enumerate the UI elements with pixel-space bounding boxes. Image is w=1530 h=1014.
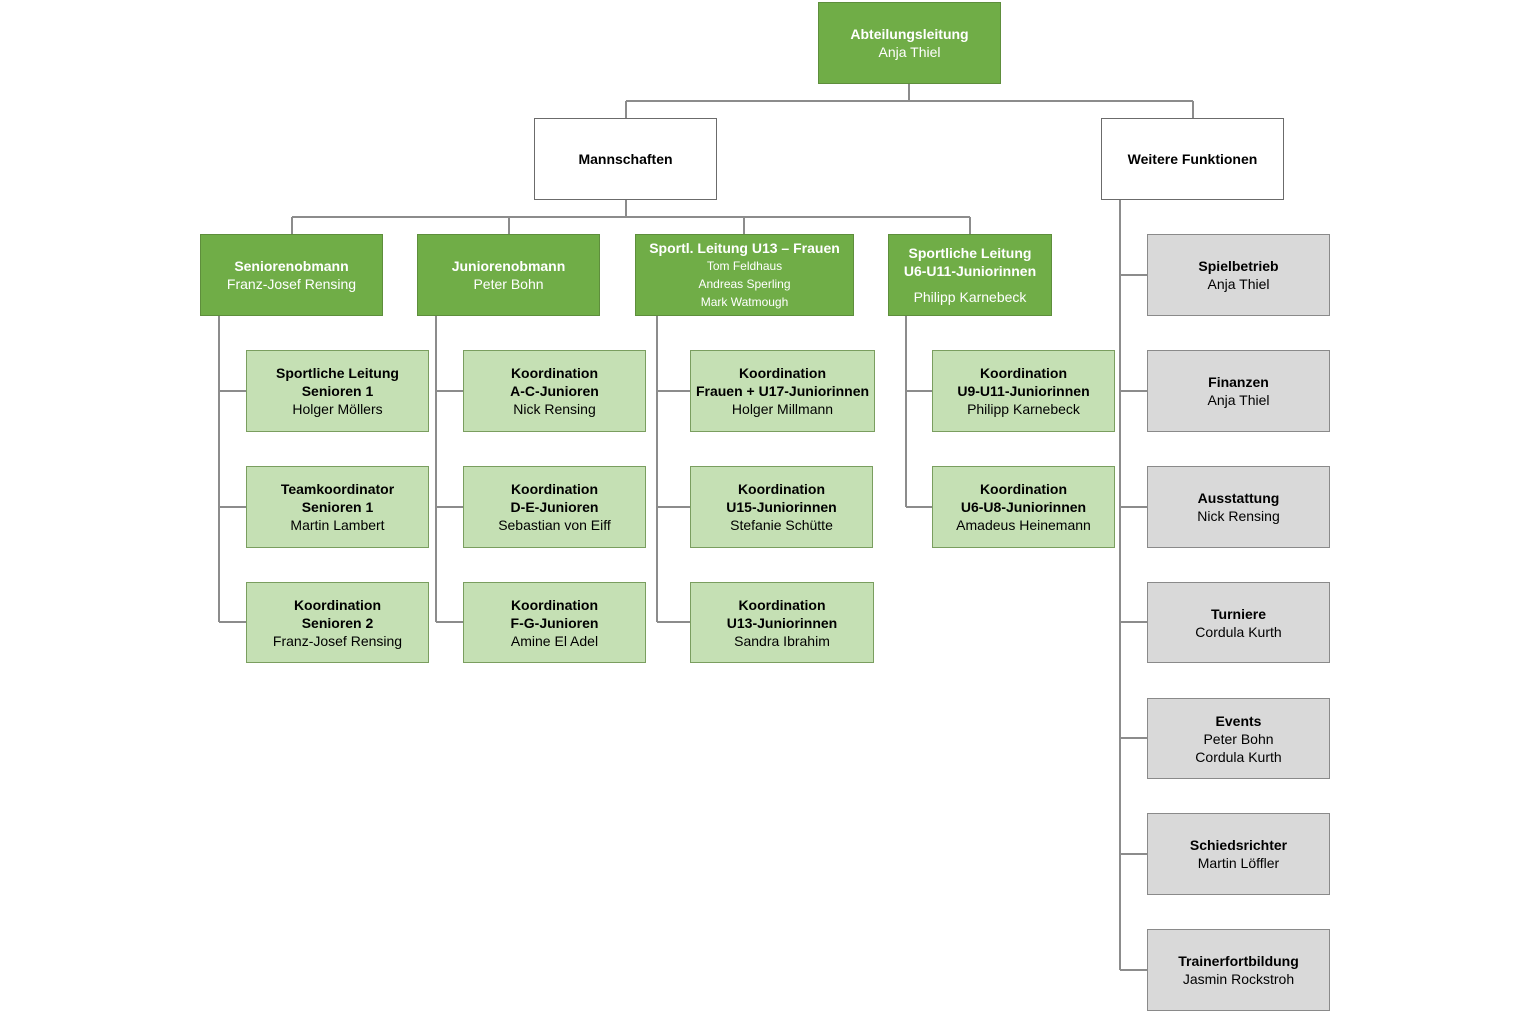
node-person: Holger Millmann xyxy=(731,401,834,417)
node-title: Senioren 1 xyxy=(301,499,374,515)
node-person: Mark Watmough xyxy=(700,295,789,309)
node-person: Peter Bohn xyxy=(1203,730,1274,747)
node-title: Sportliche Leitung xyxy=(908,245,1032,261)
node-title: F-G-Junioren xyxy=(510,614,599,631)
node-person: Franz-Josef Rensing xyxy=(226,276,357,292)
node-title: Sportliche Leitung xyxy=(276,365,399,381)
node-title: Koordination xyxy=(737,481,826,497)
node-person: Cordula Kurth xyxy=(1195,748,1282,765)
node-title: A-C-Junioren xyxy=(510,383,599,399)
node-title: Koordination xyxy=(510,596,599,613)
node-title: Senioren 2 xyxy=(301,614,374,631)
node-title: Koordination xyxy=(510,365,599,381)
node-title: U6-U8-Juniorinnen xyxy=(960,499,1087,515)
node-person: Holger Möllers xyxy=(292,401,383,417)
node-person: Jasmin Rockstroh xyxy=(1182,971,1295,987)
node-title: Finanzen xyxy=(1208,374,1269,390)
node-person: Nick Rensing xyxy=(513,401,596,417)
node-title: Koordination xyxy=(979,365,1068,381)
node-title: Mannschaften xyxy=(578,151,673,167)
node-title: Trainerfortbildung xyxy=(1178,953,1299,969)
node-title: Frauen + U17-Juniorinnen xyxy=(695,383,870,399)
node-person: Martin Lambert xyxy=(290,517,385,533)
node-title: U13-Juniorinnen xyxy=(726,614,838,631)
node-title: Weitere Funktionen xyxy=(1127,151,1258,167)
node-title: Teamkoordinator xyxy=(280,481,395,497)
node-title: U9-U11-Juniorinnen xyxy=(957,383,1090,399)
org-node-mannschaften: Mannschaften xyxy=(534,118,717,200)
node-title: D-E-Junioren xyxy=(510,499,599,515)
node-person: Philipp Karnebeck xyxy=(913,289,1027,305)
node-person: Franz-Josef Rensing xyxy=(272,632,403,649)
node-person: Anja Thiel xyxy=(878,44,941,60)
node-person: Philipp Karnebeck xyxy=(967,401,1080,417)
node-person: Sebastian von Eiff xyxy=(498,517,611,533)
node-title: Koordination xyxy=(293,596,382,613)
node-person: Martin Löffler xyxy=(1197,855,1280,871)
node-title: Sportl. Leitung U13 – Frauen xyxy=(649,240,840,256)
node-person: Anja Thiel xyxy=(1207,276,1270,292)
node-title: Koordination xyxy=(979,481,1068,497)
node-person: Tom Feldhaus xyxy=(706,259,783,273)
node-person: Sandra Ibrahim xyxy=(734,632,830,649)
node-person: Amadeus Heinemann xyxy=(956,517,1091,533)
node-title: Seniorenobmann xyxy=(234,258,349,274)
node-title: Koordination xyxy=(510,481,599,497)
node-person: Peter Bohn xyxy=(473,276,544,292)
node-person: Andreas Sperling xyxy=(698,277,791,291)
node-title: Events xyxy=(1215,712,1262,729)
org-node-weitere: Weitere Funktionen xyxy=(1101,118,1284,200)
node-title: Senioren 1 xyxy=(301,383,374,399)
node-title: U6-U11-Juniorinnen xyxy=(903,263,1037,279)
node-title: Ausstattung xyxy=(1197,490,1280,506)
node-person: Nick Rensing xyxy=(1197,508,1280,524)
node-title: Schiedsrichter xyxy=(1189,837,1288,853)
node-title: Koordination xyxy=(738,596,826,613)
node-title: Spielbetrieb xyxy=(1198,258,1279,274)
node-title: Juniorenobmann xyxy=(451,258,566,274)
node-title: U15-Juniorinnen xyxy=(726,499,837,515)
node-person: Cordula Kurth xyxy=(1195,623,1282,640)
node-title: Koordination xyxy=(738,365,827,381)
node-person: Anja Thiel xyxy=(1207,392,1270,408)
node-person: Stefanie Schütte xyxy=(730,517,833,533)
node-title: Turniere xyxy=(1211,605,1266,622)
node-title: Abteilungsleitung xyxy=(850,26,969,42)
node-person: Amine El Adel xyxy=(510,632,599,649)
